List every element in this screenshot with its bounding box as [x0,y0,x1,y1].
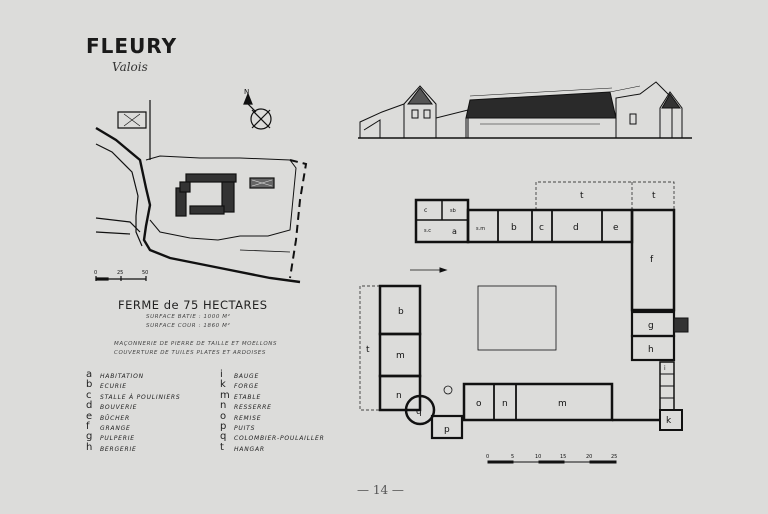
room-label-q: q [416,407,422,417]
site-scale-0: 0 [94,270,97,276]
construction-line-1: MAÇONNERIE DE PIERRE DE TAILLE ET MOELLO… [114,341,278,347]
site-scale-bar [95,276,147,281]
room-label-k: k [666,416,672,426]
room-label-sb: sb [450,208,456,214]
room-label-c-top: c [539,223,544,233]
construction-line-2: COUVERTURE DE TUILES PLATES ET ARDOISES [114,350,266,356]
elevation-drawing [358,81,692,139]
site-plan: N [94,88,308,284]
surface-batie: SURFACE BATIE : 1000 M² [146,314,231,320]
floor-scale-0: 0 [486,454,489,460]
farm-heading: FERME de 75 HECTARES [118,298,268,312]
site-scale-50: 50 [142,270,148,276]
floor-plan [359,181,689,464]
room-label-t2: t [652,191,656,201]
room-label-d: d [573,223,579,233]
floor-scale-20: 20 [586,454,592,460]
room-label-m-bottom: m [558,399,567,409]
room-label-c-small: c [424,207,427,214]
room-label-e: e [613,223,619,233]
room-label-o: o [476,399,482,409]
surface-cour: SURFACE COUR : 1860 M² [146,323,231,329]
room-label-sc: s.c [424,228,431,234]
room-label-h: h [648,345,654,355]
plate-subtitle: Valois [112,60,148,74]
compass-label: N [244,88,249,96]
floor-scale-25: 25 [611,454,617,460]
room-label-g: g [648,321,654,331]
room-label-t-left: t [366,345,370,355]
room-label-p: p [444,425,450,435]
room-label-n-bottom: n [502,399,508,409]
floor-scale-15: 15 [560,454,566,460]
room-label-n-left: n [396,391,402,401]
room-label-t1: t [580,191,584,201]
plate-title: FLEURY [86,34,178,58]
floor-labels: c sb s.c a s.m b c d e t t f g h i k b t… [366,191,672,460]
floor-scale-bar [487,460,617,464]
compass-icon [243,92,272,130]
room-label-sm: s.m [476,226,485,232]
room-label-f: f [650,255,654,265]
floor-scale-5: 5 [511,454,514,460]
site-scale-25: 25 [117,270,123,276]
floor-scale-10: 10 [535,454,541,460]
room-label-a: a [452,227,457,236]
room-label-b-top: b [511,223,517,233]
page-number: — 14 — [357,483,404,497]
room-label-m-left: m [396,351,405,361]
room-label-b-left: b [398,307,404,317]
room-label-i: i [664,365,666,372]
